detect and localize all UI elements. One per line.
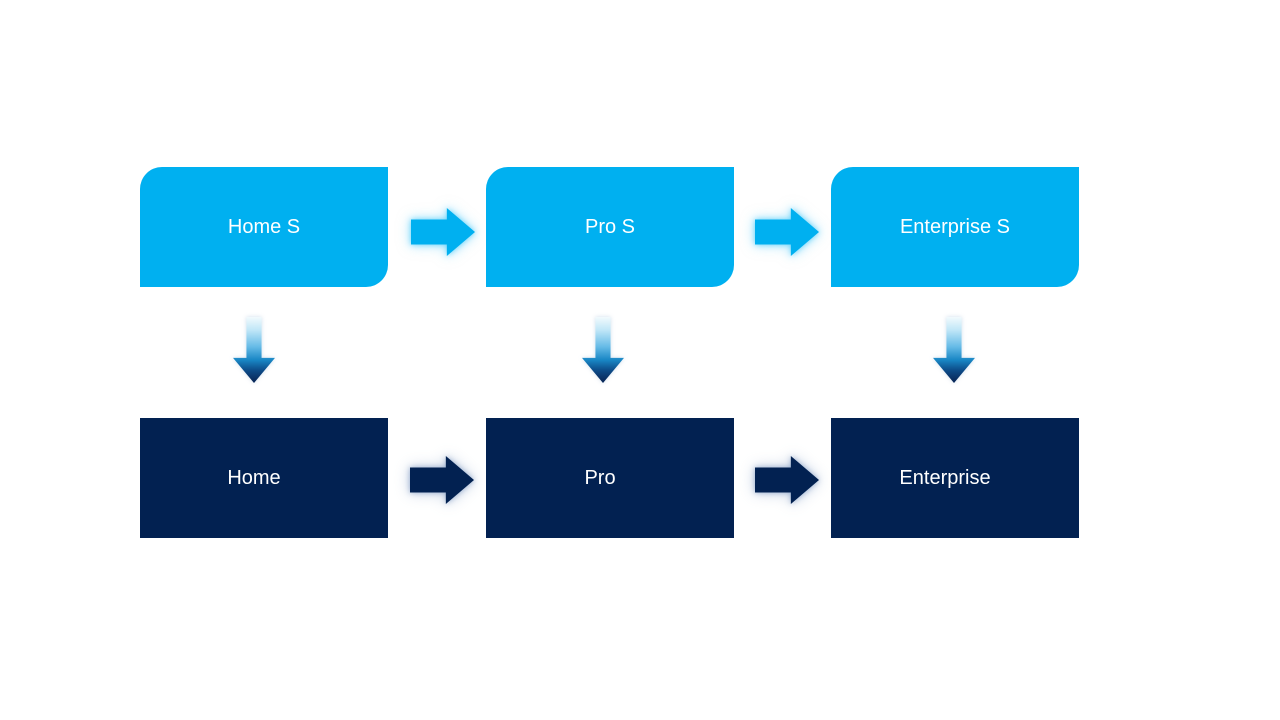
- down-arrow-icon: [233, 317, 275, 383]
- right-arrow-icon: [755, 208, 819, 256]
- right-arrow-icon: [755, 456, 819, 504]
- box-enterprise-s: Enterprise S: [831, 167, 1079, 287]
- box-home-s-label: Home S: [227, 216, 301, 238]
- right-arrow-shape: [410, 456, 474, 504]
- down-arrow-shape: [582, 317, 624, 383]
- box-home-s: Home S: [140, 167, 388, 287]
- box-home-label: Home: [227, 467, 281, 489]
- box-pro-s-label: Pro S: [584, 216, 636, 238]
- box-enterprise-label: Enterprise: [899, 467, 991, 489]
- right-arrow-icon: [410, 456, 474, 504]
- down-arrow-shape: [933, 317, 975, 383]
- box-home: Home: [140, 418, 388, 538]
- right-arrow-icon: [411, 208, 475, 256]
- down-arrow-icon: [582, 317, 624, 383]
- box-pro-label: Pro: [584, 467, 616, 489]
- box-enterprise: Enterprise: [831, 418, 1079, 538]
- right-arrow-shape: [755, 208, 819, 256]
- down-arrow-shape: [233, 317, 275, 383]
- box-pro: Pro: [486, 418, 734, 538]
- down-arrow-icon: [933, 317, 975, 383]
- box-enterprise-s-label: Enterprise S: [899, 216, 1011, 238]
- right-arrow-shape: [411, 208, 475, 256]
- box-pro-s: Pro S: [486, 167, 734, 287]
- right-arrow-shape: [755, 456, 819, 504]
